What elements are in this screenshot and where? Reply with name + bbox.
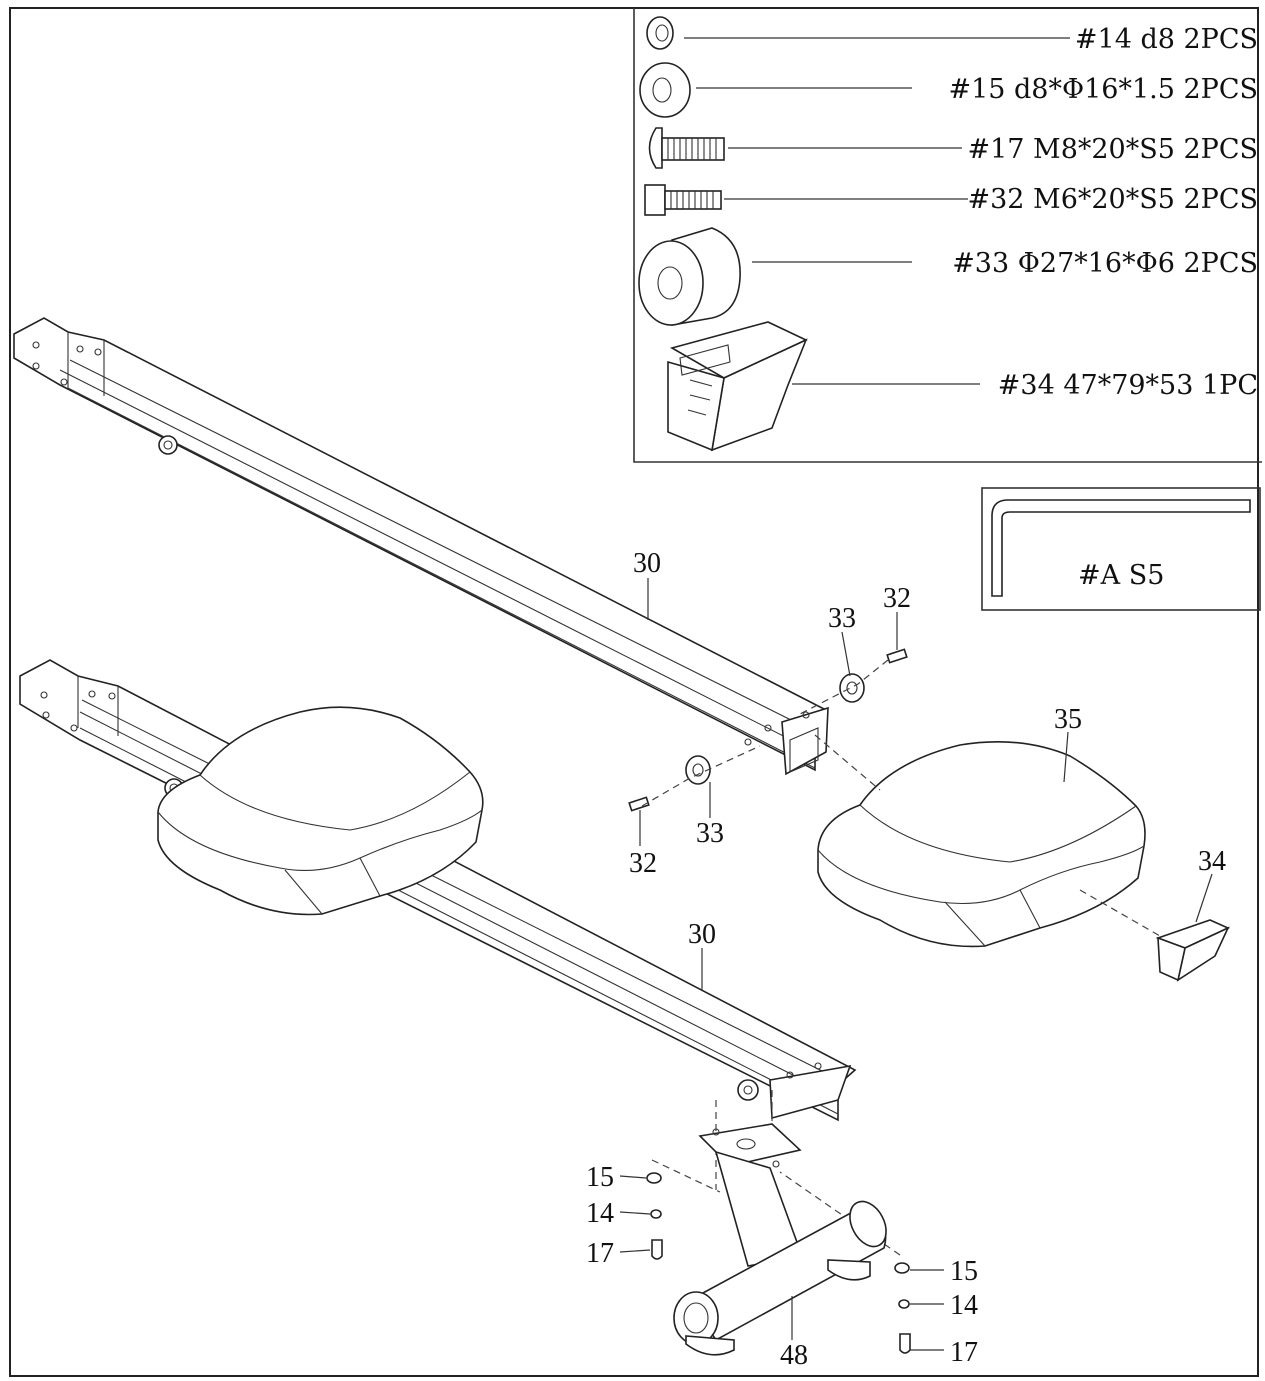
callout-right-washer: 15 bbox=[950, 1256, 978, 1287]
callout-roller-upper: 33 bbox=[828, 603, 856, 634]
hw-label-14: #14 d8 2PCS bbox=[1075, 24, 1258, 55]
callout-roller-lower: 33 bbox=[696, 818, 724, 849]
upper-rail bbox=[13, 317, 829, 776]
button-head-bolt-icon bbox=[648, 127, 725, 169]
assembly-line-cap bbox=[1079, 889, 1161, 937]
callout-rail-top: 30 bbox=[633, 548, 661, 579]
callout-end-cap: 34 bbox=[1198, 846, 1226, 877]
end-cap-icon bbox=[667, 321, 808, 452]
assembly-line-seat bbox=[814, 734, 881, 791]
callout-seat: 35 bbox=[1054, 704, 1082, 735]
hw-label-17: #17 M8*20*S5 2PCS bbox=[967, 134, 1258, 165]
right-washer bbox=[894, 1262, 910, 1274]
hw-label-32: #32 M6*20*S5 2PCS bbox=[967, 184, 1258, 215]
socket-head-bolt-icon bbox=[644, 184, 722, 216]
loose-end-cap bbox=[1155, 919, 1230, 982]
seat bbox=[817, 741, 1146, 948]
spring-washer-icon bbox=[646, 16, 674, 50]
callout-left-spring-washer: 14 bbox=[586, 1198, 614, 1229]
callout-left-bolt: 17 bbox=[586, 1238, 614, 1269]
left-washer bbox=[646, 1172, 662, 1184]
hw-label-33: #33 Φ27*16*Φ6 2PCS bbox=[952, 248, 1258, 279]
callout-bolt-upper: 32 bbox=[883, 583, 911, 614]
callout-right-bolt: 17 bbox=[950, 1337, 978, 1368]
roller-icon bbox=[638, 227, 741, 326]
hw-label-34: #34 47*79*53 1PC bbox=[998, 370, 1258, 401]
tool-label: #A S5 bbox=[1078, 560, 1164, 591]
callout-left-washer: 15 bbox=[586, 1162, 614, 1193]
left-bolt bbox=[651, 1239, 663, 1260]
left-spring-washer bbox=[650, 1209, 662, 1219]
mounted-seat bbox=[157, 706, 484, 916]
callout-right-spring-washer: 14 bbox=[950, 1290, 978, 1321]
flat-washer-icon bbox=[639, 62, 691, 118]
callout-rail-bottom: 30 bbox=[688, 919, 716, 950]
assembly-line-upper bbox=[799, 659, 889, 715]
callout-bolt-lower: 32 bbox=[629, 848, 657, 879]
allen-key-icon bbox=[991, 499, 1251, 597]
upper-roller bbox=[839, 673, 865, 703]
front-stand bbox=[673, 1123, 887, 1356]
upper-bolt bbox=[886, 648, 908, 664]
callout-stand: 48 bbox=[780, 1340, 808, 1371]
assembly-line-lower bbox=[641, 745, 761, 807]
hw-label-15: #15 d8*Φ16*1.5 2PCS bbox=[948, 74, 1258, 105]
right-bolt bbox=[899, 1333, 911, 1354]
lower-bolt bbox=[628, 796, 650, 812]
hardware-box: #14 d8 2PCS #15 d8*Φ16*1.5 2PCS #17 M8*2… bbox=[633, 8, 1262, 463]
tool-box: #A S5 bbox=[981, 487, 1261, 611]
right-spring-washer bbox=[898, 1299, 910, 1309]
lower-roller bbox=[685, 755, 711, 785]
lower-rail bbox=[19, 659, 857, 1122]
